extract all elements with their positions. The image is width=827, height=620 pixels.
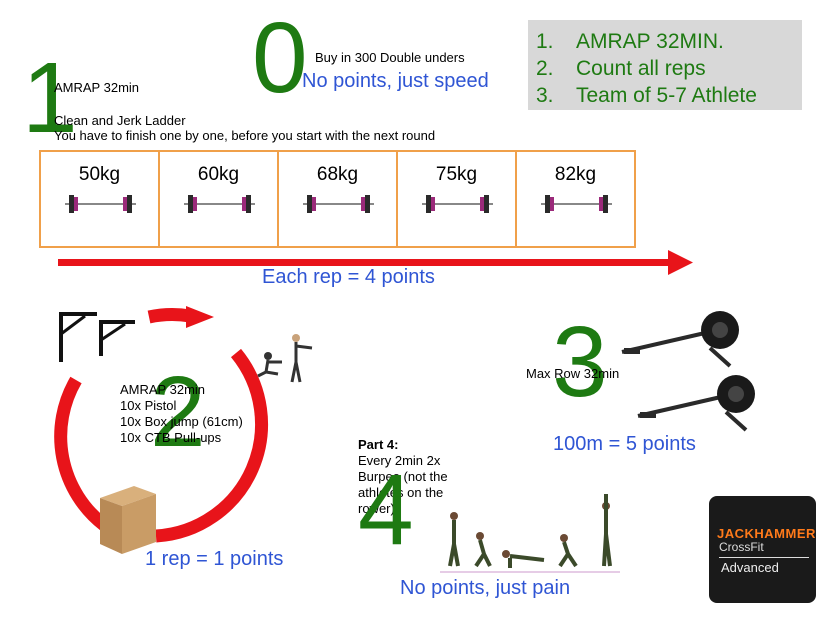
ladder-step: 50kg <box>41 152 160 246</box>
rowing-machine-icon <box>637 375 755 432</box>
plyo-box-icon <box>100 486 156 554</box>
section-1-format: AMRAP 32min <box>54 80 140 95</box>
section-2-line: 10x CTB Pull-ups <box>120 430 222 445</box>
section-4-number: 4 <box>358 454 414 566</box>
barbell-icon <box>422 195 493 213</box>
section-2-scoring: 1 rep = 1 points <box>145 548 284 570</box>
section-1-title: Clean and Jerk Ladder <box>54 113 186 128</box>
section-4-line: Burpee (not the <box>358 469 448 484</box>
logo-level: Advanced <box>721 560 779 575</box>
logo-sub: CrossFit <box>719 540 764 554</box>
section-2-number: 2 <box>150 356 206 468</box>
ladder-weight: 50kg <box>78 164 121 185</box>
section-3-scoring: 100m = 5 points <box>553 433 696 455</box>
barbell-icon <box>541 195 612 213</box>
jackhammer-logo: JACKHAMMER CrossFit Advanced <box>709 496 816 603</box>
section-1-scoring: Each rep = 4 points <box>262 266 435 288</box>
ladder-step: 60kg <box>160 152 279 246</box>
section-4-note: No points, just pain <box>400 577 571 599</box>
logo-divider <box>719 557 809 558</box>
section-1-number: 1 <box>22 42 78 154</box>
logo-brand: JACKHAMMER <box>717 526 816 541</box>
section-4-line: Every 2min 2x <box>358 453 441 468</box>
rule-item: 2.Count all reps <box>536 57 706 80</box>
rowing-machine-icon <box>621 311 739 368</box>
ladder-weight: 75kg <box>435 164 478 185</box>
section-2-line: 10x Box jump (61cm) <box>120 414 243 429</box>
ladder-weight: 60kg <box>197 164 240 185</box>
section-0-task: Buy in 300 Double unders <box>315 50 465 65</box>
rule-item: 1.AMRAP 32MIN. <box>536 30 724 53</box>
ladder-weight: 82kg <box>554 164 597 185</box>
section-3-number: 3 <box>552 306 608 418</box>
barbell-icon <box>65 195 136 213</box>
section-1-instruction: You have to finish one by one, before yo… <box>54 128 436 143</box>
rules-panel: 1.AMRAP 32MIN. 2.Count all reps 3.Team o… <box>528 20 802 110</box>
rule-item: 3.Team of 5-7 Athlete <box>536 84 757 107</box>
progress-arrow-icon <box>58 250 693 275</box>
section-4-line: rower) <box>358 501 395 516</box>
section-4-title: Part 4: <box>358 437 399 452</box>
section-4-details: Every 2min 2x Burpee (not the athletes o… <box>358 453 448 517</box>
barbell-icon <box>303 195 374 213</box>
barbell-icon <box>184 195 255 213</box>
ladder-step: 82kg <box>517 152 634 246</box>
ladder-weight: 68kg <box>316 164 359 185</box>
ladder-step: 68kg <box>279 152 398 246</box>
section-2-line: 10x Pistol <box>120 398 177 413</box>
burpee-sequence-icon <box>440 494 620 573</box>
section-0-note: No points, just speed <box>302 70 489 92</box>
section-2-details: AMRAP 32min 10x Pistol 10x Box jump (61c… <box>120 382 243 446</box>
cycle-ring-icon <box>54 306 269 543</box>
section-4-line: athletes on the <box>358 485 444 500</box>
pull-up-bar-icon <box>59 312 135 362</box>
section-0-number: 0 <box>252 2 308 114</box>
weight-ladder: 50kg 60kg 68kg 75kg 82kg <box>39 150 636 248</box>
section-2-line: AMRAP 32min <box>120 382 206 397</box>
pistol-squat-athletes-icon <box>257 334 313 383</box>
section-3-task: Max Row 32min <box>526 366 620 381</box>
ladder-step: 75kg <box>398 152 517 246</box>
